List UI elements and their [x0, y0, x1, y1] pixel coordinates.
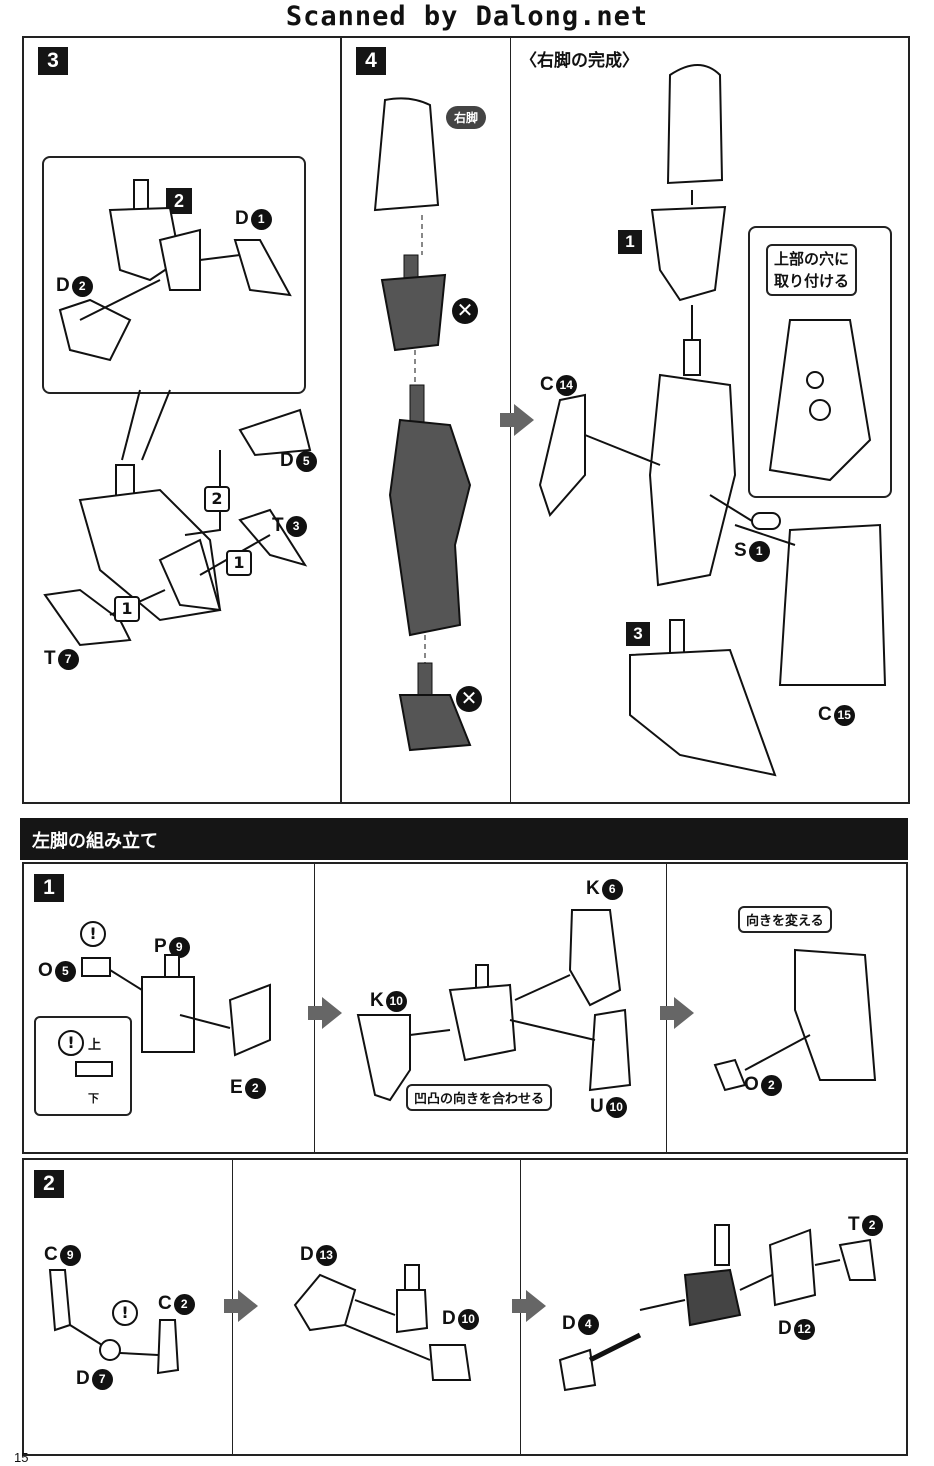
step1-parts-illustration: [75, 954, 271, 1077]
page-number: 15: [14, 1450, 29, 1465]
leg-assembly-illustration: [43, 389, 312, 647]
caution-icon: !: [80, 921, 106, 947]
up-label: 上: [88, 1038, 102, 1053]
step-number: 2: [34, 1170, 64, 1198]
step-number: 3: [38, 47, 68, 75]
step-number: 1: [618, 230, 642, 254]
divider: [340, 36, 342, 804]
orientation-box: [34, 1016, 132, 1116]
order-mark-2: 2: [204, 486, 230, 512]
next-arrow-icon: [514, 404, 534, 436]
step-number: 3: [626, 622, 650, 646]
right-leg-badge: 右脚: [446, 106, 487, 129]
left-leg-heading: 左脚の組み立て: [32, 831, 158, 852]
next-arrow-icon: [308, 1006, 324, 1020]
cross-mark-icon: ✕: [456, 686, 482, 712]
step2-right-illustration: [558, 1224, 877, 1392]
inset-box: [42, 156, 306, 394]
inset-leg-part-illustration: [58, 179, 292, 362]
next-arrow-icon: [500, 413, 516, 427]
caution-icon: !: [112, 1300, 138, 1326]
right-leg-complete-illustration: [538, 64, 887, 777]
next-arrow-icon: [512, 1299, 528, 1313]
step-number: 4: [356, 47, 386, 75]
completion-heading: 〈右脚の完成〉: [520, 51, 639, 71]
section-header-bar: [20, 818, 908, 860]
next-arrow-icon: [660, 1006, 676, 1020]
scan-watermark: Scanned by Dalong.net: [285, 1, 649, 32]
right-leg-stack-illustration: [373, 97, 472, 752]
step2-panel-frame: [22, 1158, 908, 1456]
attach-top-hole-note: 上部の穴に 取り付ける: [766, 244, 858, 296]
step1-right-illustration: [713, 948, 877, 1092]
top-panel-frame: [22, 36, 910, 804]
step2-left-illustration: [48, 1269, 180, 1375]
order-mark-1: 1: [226, 550, 252, 576]
next-arrow-icon: [322, 997, 342, 1029]
caution-icon: !: [58, 1030, 84, 1056]
cross-mark-icon: ✕: [452, 298, 478, 324]
detail-part-illustration: [768, 319, 872, 482]
align-bumps-note: 凹凸の向きを合わせる: [406, 1084, 553, 1111]
next-arrow-icon: [238, 1290, 258, 1322]
step1-middle-illustration: [356, 909, 632, 1102]
step2-middle-illustration: [293, 1264, 472, 1381]
order-mark-1: 1: [114, 596, 140, 622]
down-label: 下: [88, 1092, 99, 1105]
next-arrow-icon: [526, 1290, 546, 1322]
next-arrow-icon: [674, 997, 694, 1029]
step-number: 1: [34, 874, 64, 902]
next-arrow-icon: [224, 1299, 240, 1313]
change-direction-note: 向きを変える: [738, 906, 832, 933]
detail-callout-box: [748, 226, 892, 498]
